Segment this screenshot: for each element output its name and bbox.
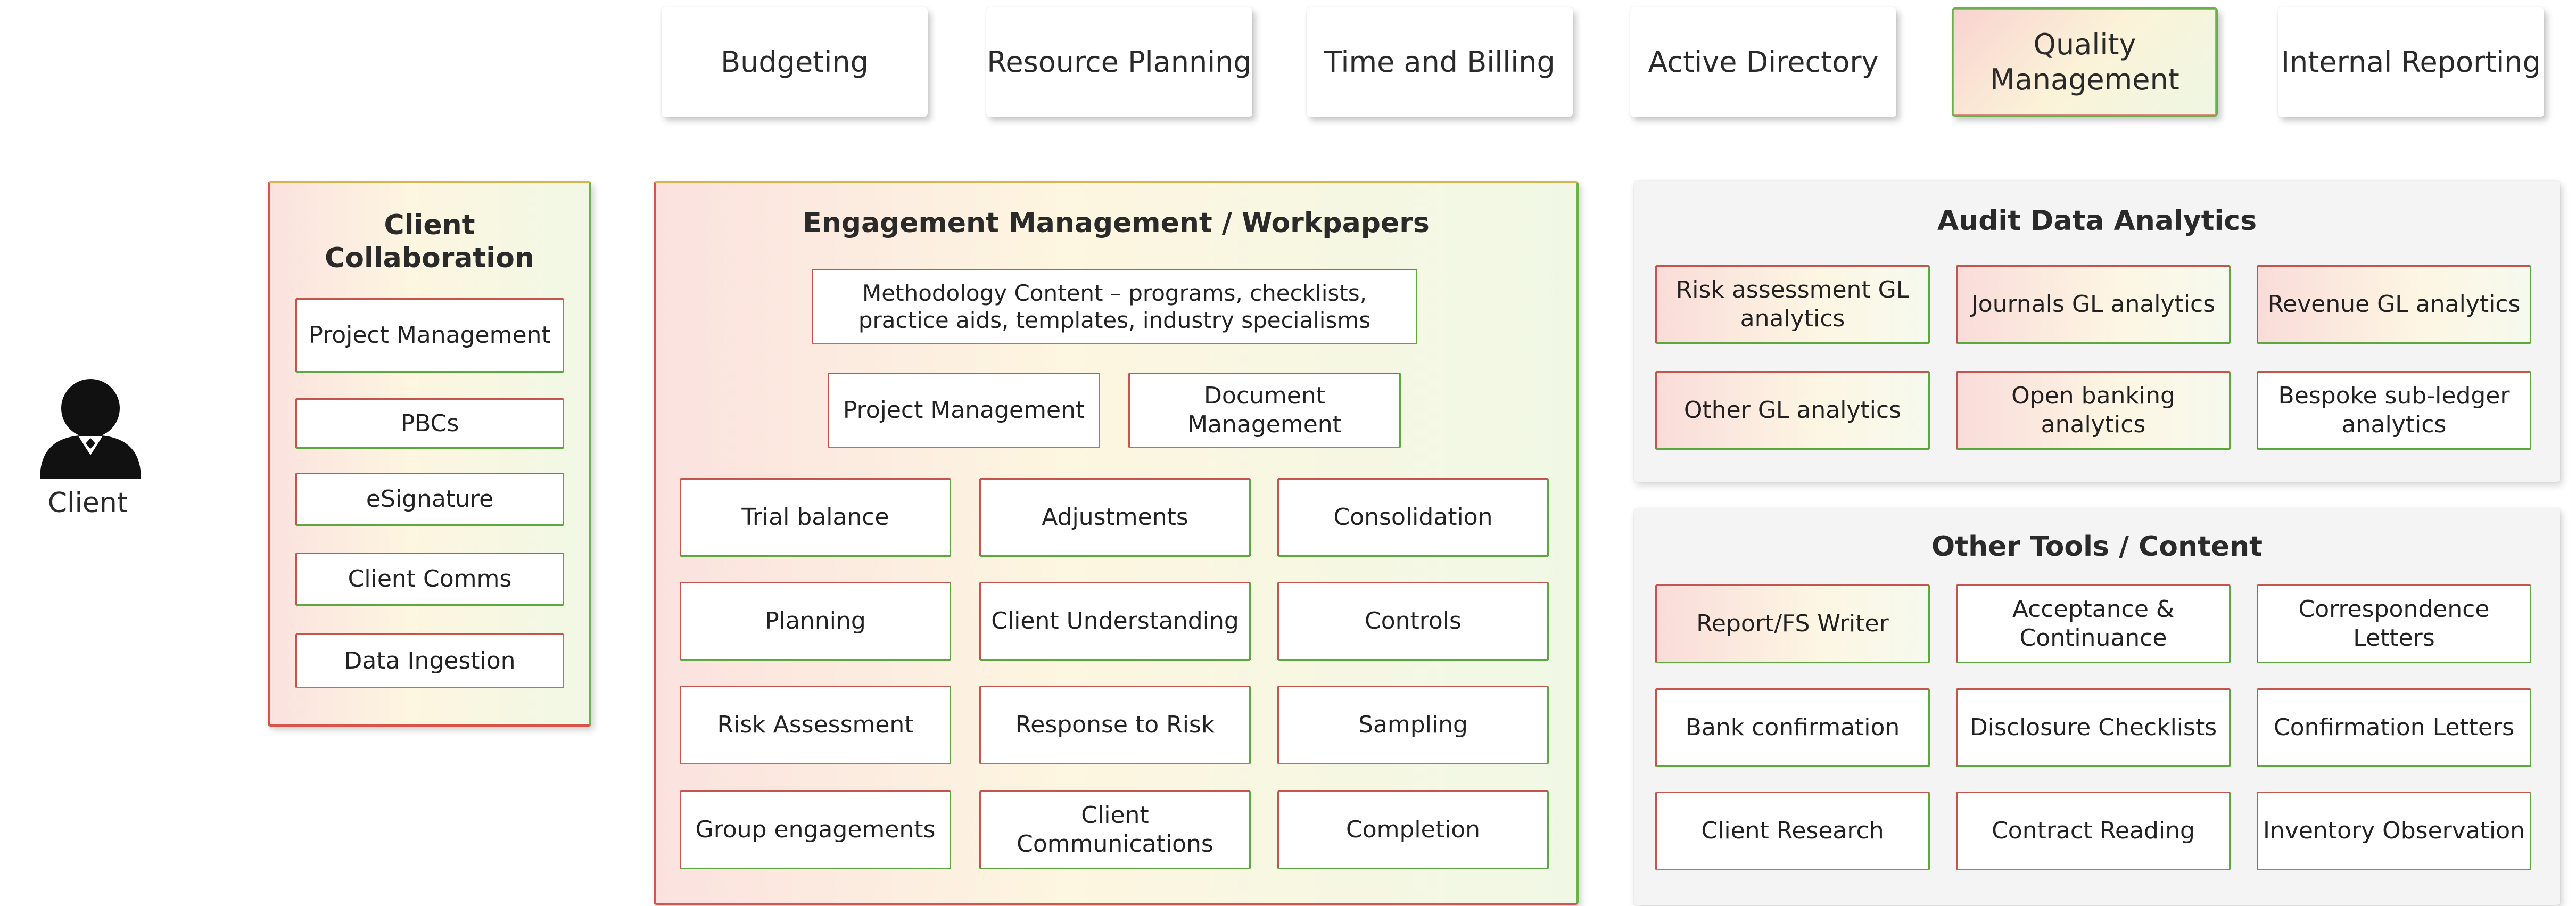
risk-assessment-gl-analytics: Risk assessment GL analytics <box>1655 265 1930 344</box>
journals-gl-analytics: Journals GL analytics <box>1956 265 2231 344</box>
grid-trial-balance: Trial balance <box>680 478 951 557</box>
collab-client-comms: Client Comms <box>295 553 564 606</box>
internal-reporting-box: Internal Reporting <box>2278 7 2544 117</box>
bank-confirmation: Bank confirmation <box>1655 688 1930 767</box>
person-icon <box>40 379 141 479</box>
acceptance-continuance: Acceptance & Continuance <box>1956 584 2231 663</box>
collab-esignature: eSignature <box>295 473 564 526</box>
grid-response-to-risk: Response to Risk <box>979 686 1251 764</box>
bespoke-sub-ledger-analytics: Bespoke sub-ledger analytics <box>2257 371 2531 450</box>
client-research: Client Research <box>1655 792 1930 870</box>
correspondence-letters: Correspondence Letters <box>2257 584 2531 663</box>
collab-pbcs: PBCs <box>295 398 564 449</box>
open-banking-analytics: Open banking analytics <box>1956 371 2231 450</box>
grid-client-understanding: Client Understanding <box>979 582 1251 661</box>
grid-planning: Planning <box>680 582 951 661</box>
resource-planning-box: Resource Planning <box>986 7 1252 117</box>
collab-project-management: Project Management <box>295 298 564 373</box>
other-tools-title: Other Tools / Content <box>1931 531 2263 563</box>
audit-analytics-title: Audit Data Analytics <box>1937 205 2257 237</box>
quality-management-box: Quality Management <box>1952 7 2218 117</box>
grid-consolidation: Consolidation <box>1277 478 1549 557</box>
budgeting-box: Budgeting <box>662 7 928 117</box>
client-collaboration-title: Client Collaboration <box>325 209 534 275</box>
collab-data-ingestion: Data Ingestion <box>295 633 564 688</box>
grid-sampling: Sampling <box>1277 686 1549 764</box>
client-label: Client <box>47 487 128 519</box>
inventory-observation: Inventory Observation <box>2257 792 2531 870</box>
revenue-gl-analytics: Revenue GL analytics <box>2257 265 2531 344</box>
time-and-billing-box: Time and Billing <box>1307 7 1573 117</box>
confirmation-letters: Confirmation Letters <box>2257 688 2531 767</box>
grid-controls: Controls <box>1277 582 1549 661</box>
methodology-content: Methodology Content – programs, checklis… <box>812 269 1417 344</box>
contract-reading: Contract Reading <box>1956 792 2231 870</box>
disclosure-checklists: Disclosure Checklists <box>1956 688 2231 767</box>
report-fs-writer: Report/FS Writer <box>1655 584 1930 663</box>
engagement-project-management: Project Management <box>828 373 1100 448</box>
grid-adjustments: Adjustments <box>979 478 1251 557</box>
other-gl-analytics: Other GL analytics <box>1655 371 1930 450</box>
grid-risk-assessment: Risk Assessment <box>680 686 951 764</box>
grid-client-communications: Client Communications <box>979 790 1251 869</box>
engagement-document-management: Document Management <box>1128 373 1401 448</box>
grid-group-engagements: Group engagements <box>680 790 951 869</box>
active-directory-box: Active Directory <box>1630 7 1896 117</box>
engagement-title: Engagement Management / Workpapers <box>803 207 1430 239</box>
grid-completion: Completion <box>1277 790 1549 869</box>
